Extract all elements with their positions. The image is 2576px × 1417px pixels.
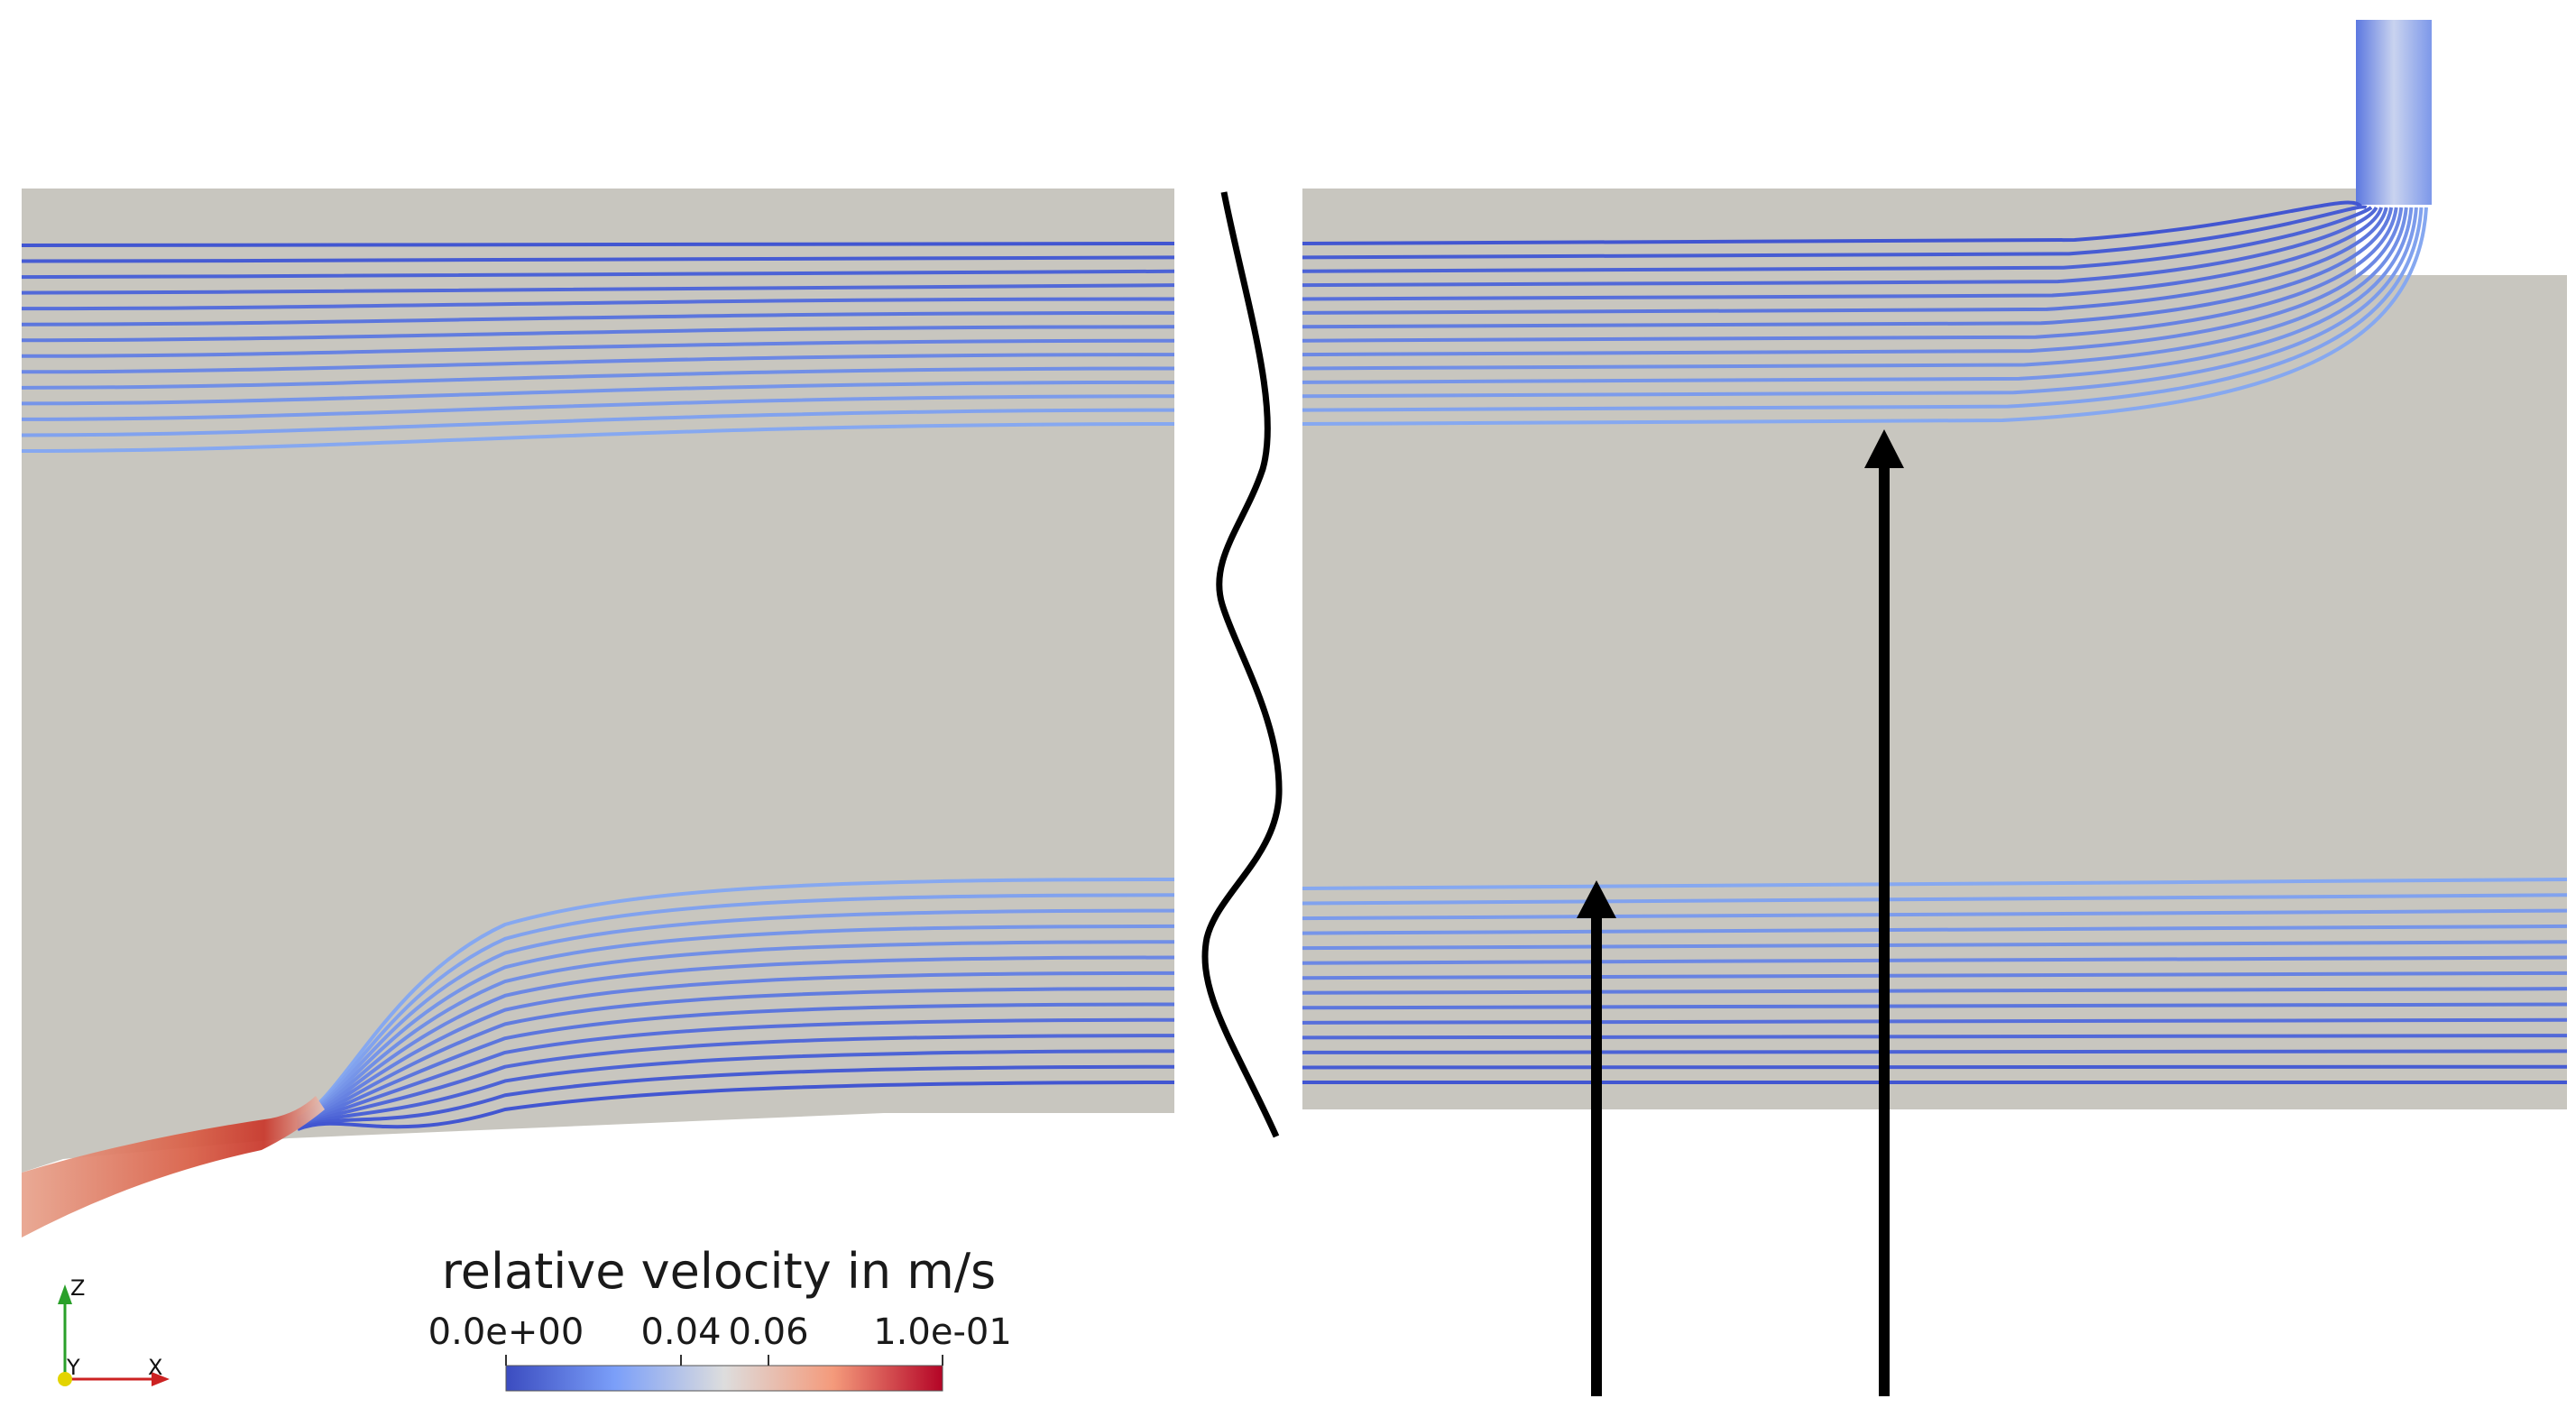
streamline bbox=[21, 255, 1175, 263]
colorbar-tick-004: 0.04 bbox=[640, 1311, 721, 1353]
arrow-right bbox=[1864, 429, 1904, 1396]
streamline bbox=[1302, 207, 2408, 371]
streamline bbox=[297, 1034, 1175, 1129]
streamline bbox=[297, 1049, 1175, 1130]
arrow-left bbox=[1577, 880, 1616, 1396]
streamline bbox=[1302, 955, 2568, 965]
streamline bbox=[1302, 924, 2568, 935]
streamline bbox=[297, 971, 1175, 1126]
streamline bbox=[21, 325, 1175, 343]
axis-x-label: X bbox=[148, 1355, 162, 1380]
streamline bbox=[1302, 1049, 2568, 1054]
streamline bbox=[1302, 971, 2568, 980]
streamline bbox=[297, 955, 1175, 1125]
right-panel bbox=[1302, 20, 2568, 1109]
streamline bbox=[21, 380, 1175, 406]
left-panel bbox=[21, 189, 1175, 1238]
inlet-jet bbox=[22, 1096, 325, 1238]
streamline bbox=[21, 366, 1175, 390]
streamline bbox=[21, 338, 1175, 358]
streamline bbox=[1302, 207, 2388, 315]
streamline bbox=[297, 1002, 1175, 1127]
orientation-axes: Z Y X bbox=[58, 1275, 170, 1386]
streamline bbox=[1302, 1034, 2568, 1040]
colorbar-tick-006: 0.06 bbox=[728, 1311, 808, 1353]
streamline bbox=[21, 269, 1175, 280]
streamline bbox=[1302, 207, 2418, 399]
streamline bbox=[1302, 1002, 2568, 1010]
left-domain bbox=[22, 189, 1174, 1173]
streamline bbox=[21, 408, 1175, 437]
axis-y-label: Y bbox=[66, 1355, 80, 1380]
streamline bbox=[1302, 908, 2568, 921]
right-bottom-streamlines bbox=[1302, 878, 2568, 1084]
streamline bbox=[1302, 206, 2378, 288]
streamline bbox=[1302, 207, 2384, 301]
streamline bbox=[1302, 207, 2414, 384]
streamline bbox=[21, 394, 1175, 421]
streamline bbox=[1302, 207, 2398, 343]
streamline bbox=[1302, 1064, 2568, 1070]
streamline bbox=[1302, 207, 2424, 412]
streamline bbox=[1302, 207, 2394, 329]
streamline bbox=[1302, 878, 2568, 890]
right-domain bbox=[1302, 189, 2567, 1109]
left-bottom-streamlines bbox=[297, 878, 1175, 1131]
streamline bbox=[297, 987, 1175, 1127]
streamline bbox=[1302, 1017, 2568, 1025]
streamline bbox=[21, 310, 1175, 327]
streamline bbox=[1302, 987, 2568, 995]
streamline bbox=[297, 1017, 1175, 1128]
streamline bbox=[1302, 893, 2568, 906]
outlet-pipe bbox=[2356, 20, 2432, 205]
streamline bbox=[21, 353, 1175, 374]
streamline bbox=[297, 940, 1175, 1124]
streamline bbox=[21, 422, 1175, 453]
colorbar: relative velocity in m/s 0.0e+00 0.04 0.… bbox=[428, 1243, 1012, 1392]
break-line bbox=[1201, 191, 1283, 1138]
streamline bbox=[1302, 200, 2363, 245]
colorbar-gradient bbox=[505, 1365, 943, 1392]
streamline bbox=[1302, 207, 2404, 357]
colorbar-title: relative velocity in m/s bbox=[442, 1243, 996, 1300]
streamline bbox=[21, 283, 1175, 295]
axis-z-label: Z bbox=[70, 1275, 85, 1301]
streamline bbox=[297, 924, 1175, 1123]
streamline bbox=[297, 908, 1175, 1122]
left-top-streamlines bbox=[21, 242, 1175, 453]
colorbar-tick-min: 0.0e+00 bbox=[428, 1311, 584, 1353]
streamline bbox=[1302, 206, 2373, 273]
streamline bbox=[297, 878, 1175, 1120]
streamline bbox=[297, 893, 1175, 1121]
streamline bbox=[297, 1064, 1175, 1130]
streamline bbox=[1302, 205, 2368, 260]
right-top-streamlines bbox=[1302, 200, 2428, 426]
streamline bbox=[1302, 940, 2568, 951]
streamline bbox=[21, 242, 1175, 247]
streamline bbox=[21, 297, 1175, 311]
colorbar-tick-max: 1.0e-01 bbox=[873, 1311, 1012, 1353]
streamline bbox=[297, 1081, 1175, 1131]
streamline bbox=[1302, 207, 2428, 426]
